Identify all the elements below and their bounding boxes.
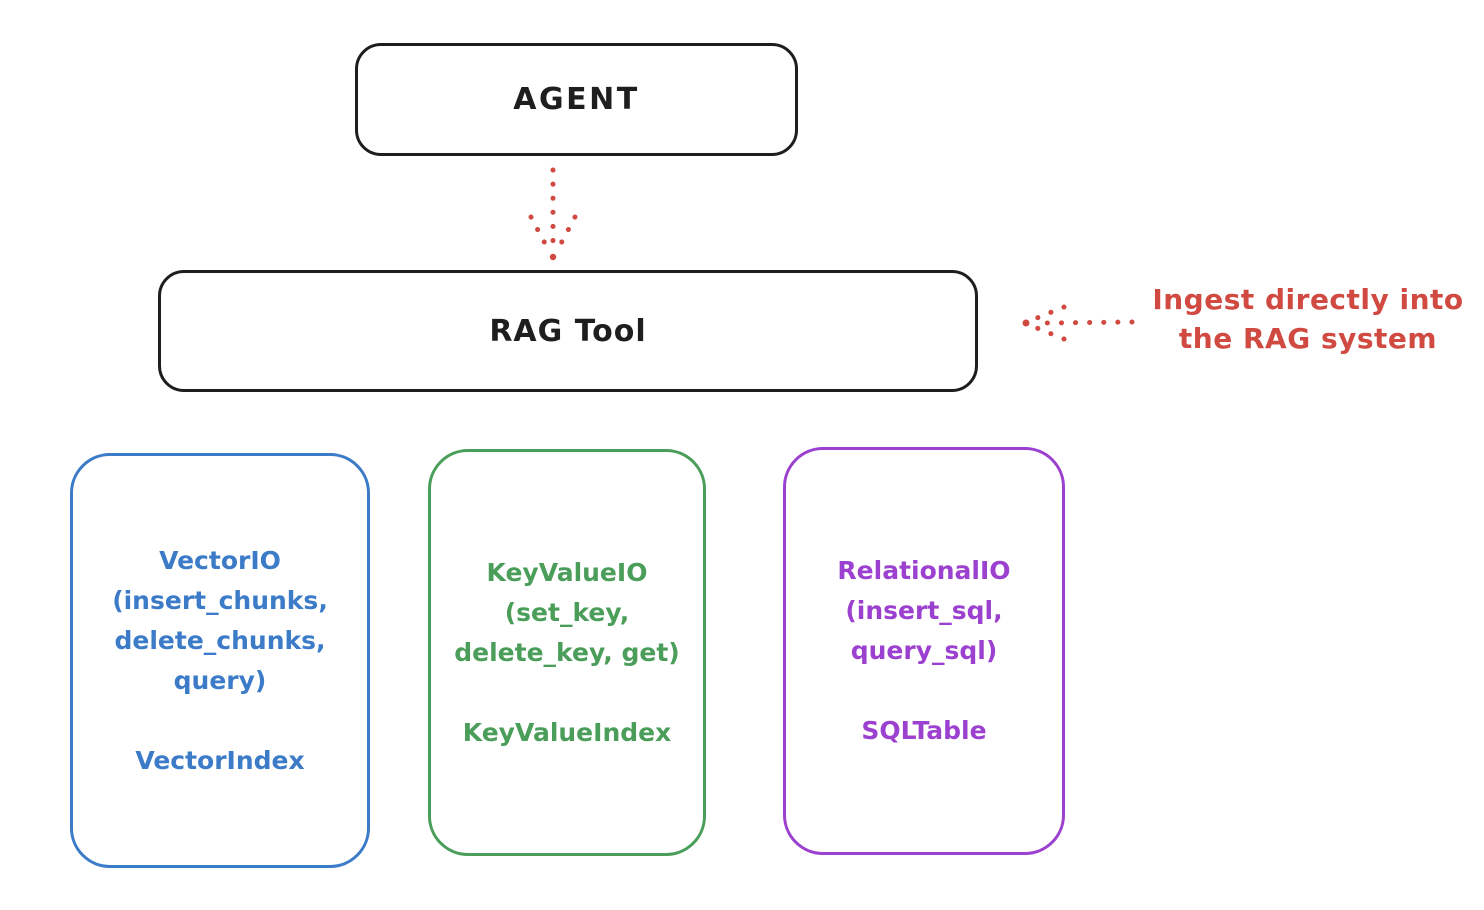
keyvalue-index-label: KeyValueIndex <box>462 717 672 747</box>
vector-io-methods-line: delete_chunks, <box>114 625 326 655</box>
ingest-annotation-line2: the RAG system <box>1178 322 1438 355</box>
agent-to-rag-tool-arrow <box>528 167 578 254</box>
keyvalue-io-box: KeyValueIO (set_key, delete_key, get) Ke… <box>428 449 706 856</box>
vector-io-methods-line: query) <box>173 665 267 695</box>
relational-io-box: RelationalIO (insert_sql, query_sql) SQL… <box>783 447 1065 855</box>
keyvalue-io-methods-line: (set_key, <box>504 597 630 627</box>
agent-to-rag-tool-arrow-tip <box>549 253 557 261</box>
ingest-annotation-line1: Ingest directly into <box>1152 283 1464 316</box>
relational-io-methods-line: (insert_sql, <box>845 596 1003 625</box>
relational-io-title: RelationalIO <box>837 556 1011 585</box>
keyvalue-io-methods-line: delete_key, get) <box>454 637 680 667</box>
rag-tool-label: RAG Tool <box>489 313 647 349</box>
keyvalue-io-title: KeyValueIO <box>486 557 648 587</box>
vector-index-label: VectorIndex <box>135 745 305 775</box>
rag-tool-box: RAG Tool <box>158 270 978 392</box>
ingest-annotation: Ingest directly into the RAG system <box>1136 280 1480 358</box>
sql-table-label: SQLTable <box>861 716 987 745</box>
annotation-to-rag-tool-arrow <box>1029 304 1135 342</box>
agent-label: AGENT <box>513 82 640 117</box>
agent-box: AGENT <box>355 43 798 156</box>
relational-io-methods-line: query_sql) <box>850 636 998 665</box>
annotation-to-rag-tool-arrow-tip <box>1022 319 1030 327</box>
vector-io-methods-line: (insert_chunks, <box>112 585 328 615</box>
vector-io-title: VectorIO <box>159 545 281 575</box>
vector-io-box: VectorIO (insert_chunks, delete_chunks, … <box>70 453 370 868</box>
